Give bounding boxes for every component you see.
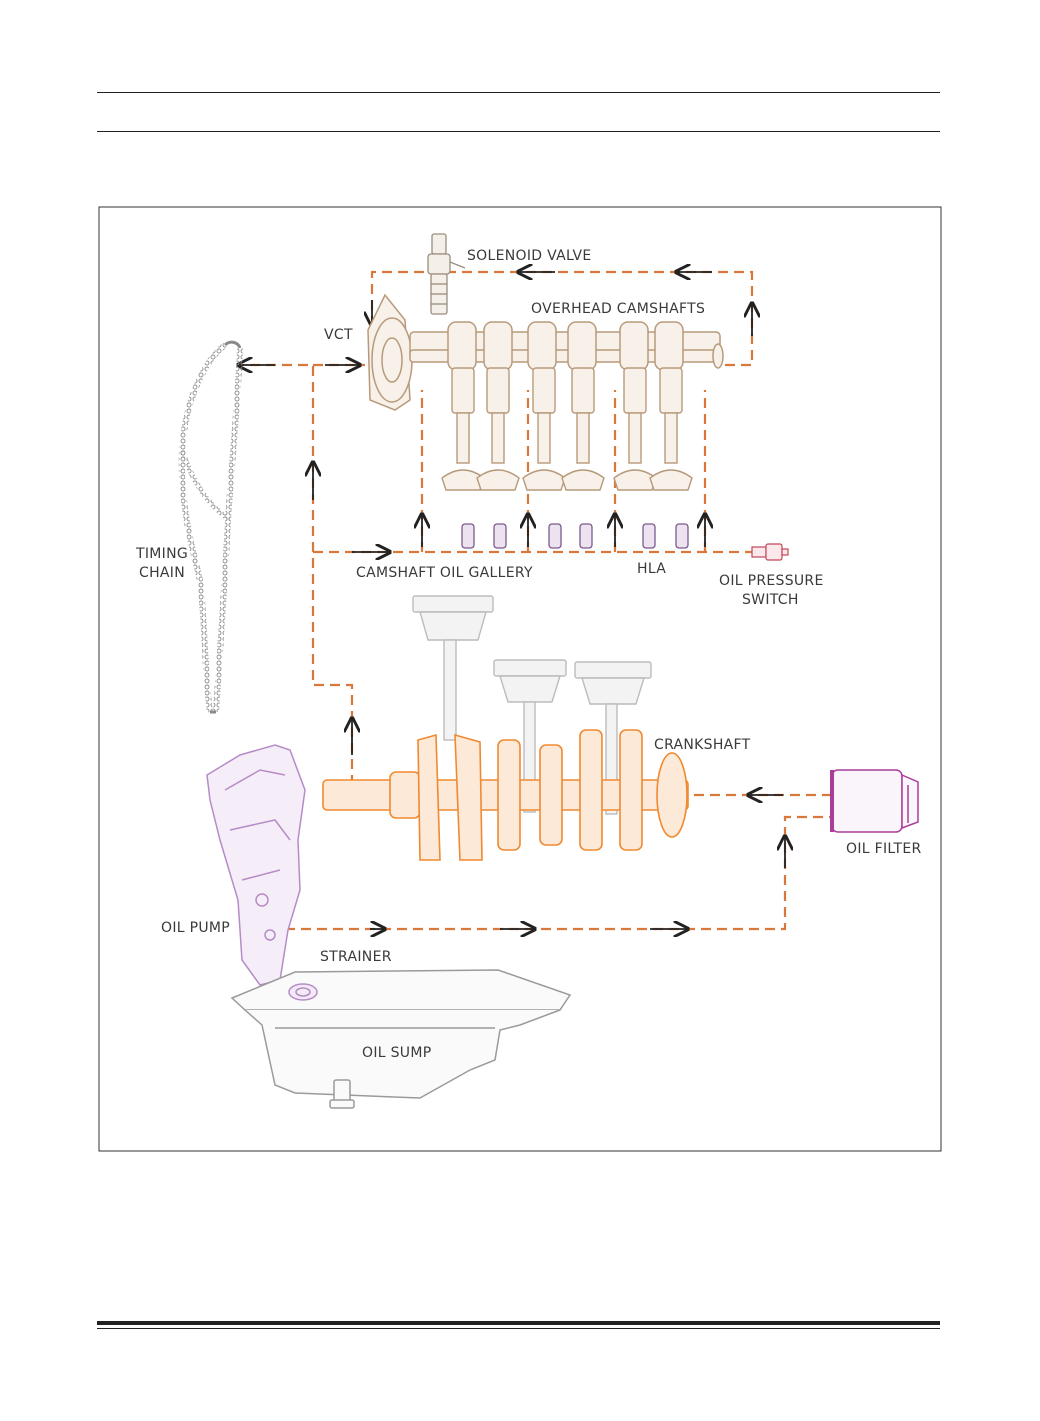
label-oil-pump: OIL PUMP [161,920,230,936]
label-crankshaft: CRANKSHAFT [654,737,751,753]
label-oil-pressure-switch-line1: OIL PRESSURE [719,573,824,589]
footer-rule-thin [97,1328,940,1329]
footer-rule-thick [97,1321,940,1325]
label-oil-filter: OIL FILTER [846,841,922,857]
diagram-frame [98,206,942,1152]
label-solenoid-valve: SOLENOID VALVE [467,248,592,264]
strainer [288,983,318,1001]
label-timing-chain-line2: CHAIN [139,565,185,581]
header-rule-top [97,92,940,93]
header-rule-bottom [97,131,940,132]
label-hla: HLA [637,561,666,577]
overhead-camshafts [409,321,724,371]
oil-pressure-switch [751,543,789,561]
timing-chain [178,340,243,714]
valve-springs [441,367,693,491]
label-vct: VCT [324,327,353,343]
vct-unit [367,293,413,411]
label-strainer: STRAINER [320,949,392,965]
oil-sump [230,969,572,1109]
label-camshaft-oil-gallery: CAMSHAFT OIL GALLERY [356,565,533,581]
oil-filter [830,769,919,833]
oil-pump [206,744,306,986]
solenoid-valve [427,233,466,315]
label-oil-sump: OIL SUMP [362,1045,431,1061]
pistons [412,595,652,815]
hla-lifters [461,523,689,549]
label-timing-chain-line1: TIMING [135,546,188,562]
crankshaft [322,729,689,861]
label-oil-pressure-switch-line2: SWITCH [742,592,799,608]
label-overhead-camshafts: OVERHEAD CAMSHAFTS [531,301,705,317]
flow-arrows [238,272,785,929]
